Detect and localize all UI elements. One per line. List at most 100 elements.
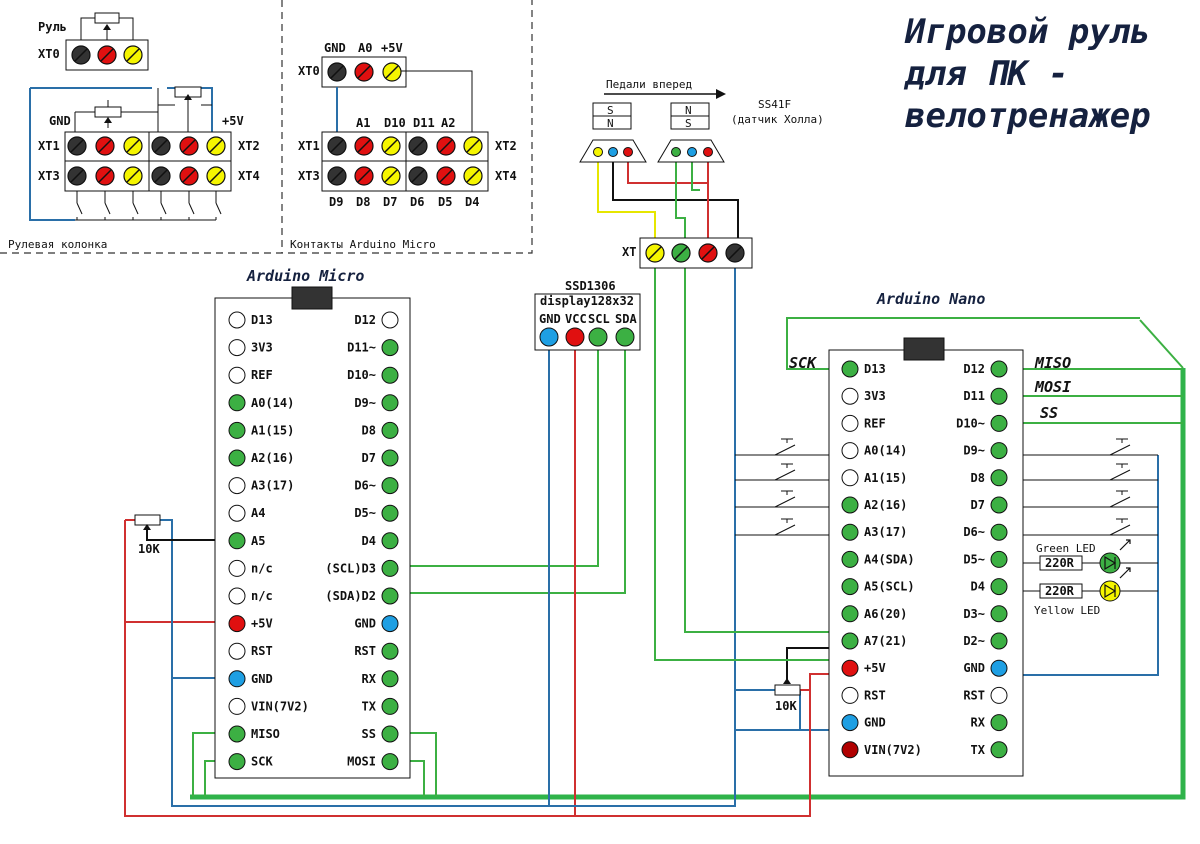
nano-left-pin-label: A0(14) bbox=[864, 444, 907, 458]
micro-right-pin-label: D5~ bbox=[354, 506, 376, 520]
nano-right-pin bbox=[990, 387, 1008, 405]
contacts-pin-r2-6 bbox=[463, 166, 483, 186]
wheel-pin-r2-4 bbox=[151, 166, 171, 186]
contact-a0-label: A0 bbox=[358, 41, 372, 55]
nano-left-pin-label: A1(15) bbox=[864, 471, 907, 485]
micro-left-pin-label: RST bbox=[251, 644, 273, 658]
micro-usb-port bbox=[291, 286, 333, 310]
contact-bottom-label: D6 bbox=[410, 195, 424, 209]
green-led-icon bbox=[1099, 552, 1121, 574]
nano-left-pin bbox=[841, 714, 859, 732]
nano-right-pin bbox=[990, 741, 1008, 759]
micro-right-pin-label: D12 bbox=[354, 313, 376, 327]
micro-left-pin-label: A5 bbox=[251, 534, 265, 548]
nano-left-pin bbox=[841, 659, 859, 677]
micro-left-pin-label: A1(15) bbox=[251, 423, 294, 437]
nano-right-pin-label: D4 bbox=[971, 580, 985, 594]
nano-right-pin bbox=[990, 469, 1008, 487]
nano-right-pin bbox=[990, 686, 1008, 704]
nano-left-pin-label: A7(21) bbox=[864, 634, 907, 648]
nano-right-pin bbox=[990, 550, 1008, 568]
micro-left-pin bbox=[228, 421, 246, 439]
nano-left-pin bbox=[841, 605, 859, 623]
contact-bottom-label: D4 bbox=[465, 195, 479, 209]
wheel-pin-r2-6 bbox=[206, 166, 226, 186]
contact-5v-label: +5V bbox=[381, 41, 403, 55]
micro-left-pin bbox=[228, 559, 246, 577]
micro-right-pin-label: D10~ bbox=[347, 368, 376, 382]
contacts-pin-r2-1 bbox=[327, 166, 347, 186]
nano-right-pin-label: D6~ bbox=[963, 525, 985, 539]
wheel-xt3-label: XT3 bbox=[38, 169, 60, 183]
micro-board bbox=[214, 297, 411, 779]
pedal-xt-pin-1 bbox=[645, 243, 665, 263]
nano-right-pin bbox=[990, 632, 1008, 650]
contact-bottom-label: D5 bbox=[438, 195, 452, 209]
wheel-gnd-label: GND bbox=[49, 114, 71, 128]
contact-bottom-label: D7 bbox=[383, 195, 397, 209]
contact-a1-label: A1 bbox=[356, 116, 370, 130]
nano-potentiometer bbox=[774, 684, 801, 696]
wheel-pin-r1-6 bbox=[206, 136, 226, 156]
contact-gnd-label: GND bbox=[324, 41, 346, 55]
contacts-xt0-pin-1 bbox=[327, 62, 347, 82]
contact-a2-label: A2 bbox=[441, 116, 455, 130]
micro-left-pin-label: D13 bbox=[251, 313, 273, 327]
nano-right-pin-label: GND bbox=[963, 661, 985, 675]
nano-right-pin-label: D12 bbox=[963, 362, 985, 376]
wheel-5v-label: +5V bbox=[222, 114, 244, 128]
wheel-pin-r2-3 bbox=[123, 166, 143, 186]
arduino-micro: Arduino Micro D133V3REFA0(14)A1(15)A2(16… bbox=[134, 267, 411, 779]
magnet-2-top: N bbox=[685, 104, 692, 117]
micro-left-pin-label: A4 bbox=[251, 506, 265, 520]
nano-right-pin bbox=[990, 605, 1008, 623]
micro-left-pin-label: +5V bbox=[251, 617, 273, 631]
nano-left-pin bbox=[841, 414, 859, 432]
micro-left-pin bbox=[228, 477, 246, 495]
contact-d10-label: D10 bbox=[384, 116, 406, 130]
micro-left-pin-label: MISO bbox=[251, 727, 280, 741]
wheel-pin-r1-2 bbox=[95, 136, 115, 156]
contact-bottom-label: D9 bbox=[329, 195, 343, 209]
display-name: SSD1306 bbox=[565, 279, 616, 293]
contacts-pin-r2-2 bbox=[354, 166, 374, 186]
micro-left-pin-label: A2(16) bbox=[251, 451, 294, 465]
micro-potentiometer bbox=[134, 514, 161, 526]
nano-mosi-label: MOSI bbox=[1034, 378, 1071, 396]
display-pin bbox=[615, 327, 635, 347]
hall-2-pin bbox=[687, 147, 697, 157]
hall-2-pin bbox=[703, 147, 713, 157]
micro-right-pin bbox=[381, 532, 399, 550]
nano-ss-label: SS bbox=[1040, 404, 1058, 422]
micro-left-pin bbox=[228, 725, 246, 743]
pedal-xt-pin-3 bbox=[698, 243, 718, 263]
nano-usb-port bbox=[903, 337, 945, 361]
nano-right-pin-label: RX bbox=[971, 716, 986, 730]
yellow-led-label: Yellow LED bbox=[1034, 604, 1100, 617]
display-pin bbox=[565, 327, 585, 347]
micro-right-pin-label: TX bbox=[362, 699, 377, 713]
contact-xt3-label: XT3 bbox=[298, 169, 320, 183]
magnet-1-bottom: N bbox=[607, 117, 614, 130]
micro-right-pin bbox=[381, 559, 399, 577]
hall-2-pin bbox=[671, 147, 681, 157]
nano-title: Arduino Nano bbox=[876, 290, 985, 308]
micro-right-pin bbox=[381, 587, 399, 605]
nano-left-pin bbox=[841, 387, 859, 405]
title-line-2: для ПК - bbox=[903, 54, 1069, 94]
nano-left-pin-label: A5(SCL) bbox=[864, 580, 915, 594]
nano-miso-label: MISO bbox=[1034, 354, 1071, 372]
wheel-pin-r2-5 bbox=[179, 166, 199, 186]
contacts-pin-r2-4 bbox=[408, 166, 428, 186]
micro-right-pin bbox=[381, 697, 399, 715]
micro-left-pin-label: A3(17) bbox=[251, 479, 294, 493]
nano-left-pin-label: D13 bbox=[864, 362, 886, 376]
pedal-arrow-icon bbox=[716, 89, 726, 99]
wheel-xt0-pin-1 bbox=[71, 45, 91, 65]
contact-xt0-label: XT0 bbox=[298, 64, 320, 78]
micro-left-pin-label: SCK bbox=[251, 755, 273, 769]
display-pin bbox=[588, 327, 608, 347]
resistor-1-label: 220R bbox=[1045, 556, 1075, 570]
micro-left-pin-label: A0(14) bbox=[251, 396, 294, 410]
